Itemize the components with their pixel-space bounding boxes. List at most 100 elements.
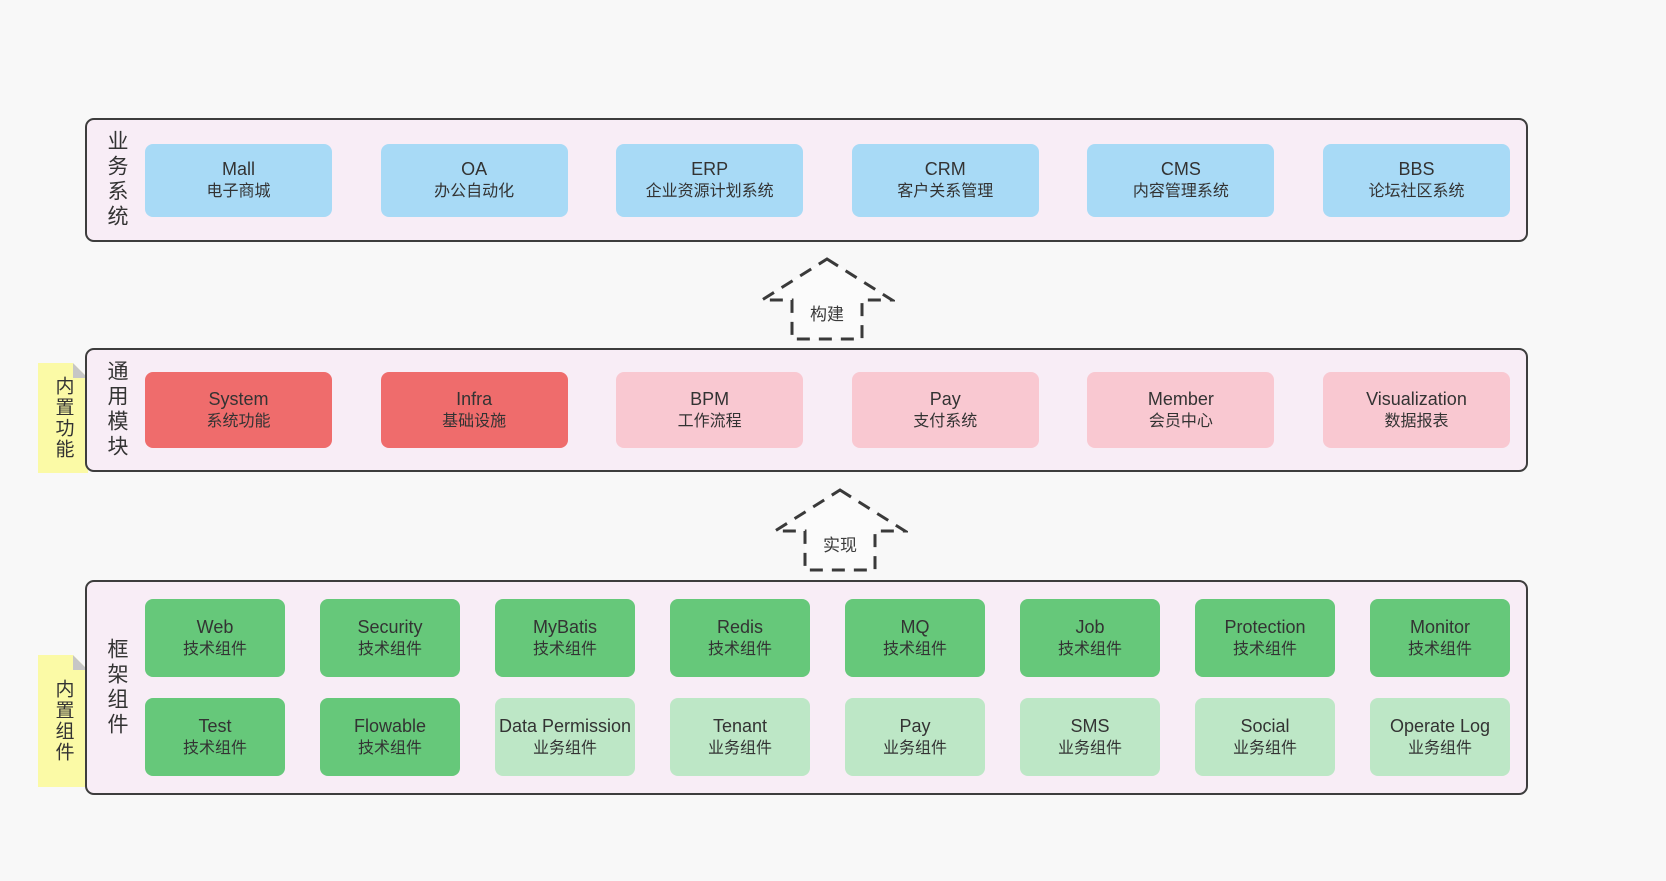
box-subtitle: 电子商城 <box>206 183 271 201</box>
sticky-note-label: 内置功能 <box>52 376 74 460</box>
arrow-build-label: 构建 <box>810 305 844 324</box>
box-subtitle: 企业资源计划系统 <box>645 183 774 201</box>
box-subtitle: 会员中心 <box>1148 413 1213 431</box>
box-title: Visualization <box>1366 388 1467 409</box>
box-title: Social <box>1240 715 1290 736</box>
box-subtitle: 基础设施 <box>442 413 507 431</box>
box-title: Infra <box>456 388 493 409</box>
box-cms: CMS 内容管理系统 <box>1087 143 1275 217</box>
box-test: Test 技术组件 <box>145 698 285 776</box>
box-subtitle: 技术组件 <box>1407 641 1472 659</box>
sticky-note-builtin-features: 内置功能 <box>38 363 88 473</box>
box-subtitle: 技术组件 <box>357 740 422 758</box>
box-subtitle: 工作流程 <box>677 413 742 431</box>
box-subtitle: 技术组件 <box>707 641 772 659</box>
band-label-common-modules: 通用模块 <box>105 360 128 460</box>
box-tenant: Tenant 业务组件 <box>670 698 810 776</box>
box-subtitle: 技术组件 <box>182 641 247 659</box>
box-subtitle: 业务组件 <box>532 740 597 758</box>
box-title: Pay <box>899 715 931 736</box>
box-title: Member <box>1147 388 1214 409</box>
box-title: Tenant <box>712 715 768 736</box>
box-subtitle: 数据报表 <box>1384 413 1449 431</box>
box-member: Member 会员中心 <box>1087 372 1275 448</box>
box-title: ERP <box>691 158 729 179</box>
box-social: Social 业务组件 <box>1195 698 1335 776</box>
box-subtitle: 技术组件 <box>1232 641 1297 659</box>
arrow-implement-label: 实现 <box>823 536 857 555</box>
box-subtitle: 技术组件 <box>532 641 597 659</box>
box-protection: Protection 技术组件 <box>1195 599 1335 677</box>
box-title: SMS <box>1070 715 1110 736</box>
box-subtitle: 业务组件 <box>707 740 772 758</box>
box-subtitle: 业务组件 <box>1057 740 1122 758</box>
sticky-note-builtin-components: 内置组件 <box>38 655 88 787</box>
box-sms: SMS 业务组件 <box>1020 698 1160 776</box>
box-title: Web <box>196 616 234 637</box>
box-title: Flowable <box>353 715 427 736</box>
box-subtitle: 技术组件 <box>357 641 422 659</box>
box-operate-log: Operate Log 业务组件 <box>1370 698 1510 776</box>
arrow-build: 构建 <box>759 256 895 342</box>
box-erp: ERP 企业资源计划系统 <box>616 143 804 217</box>
box-mq: MQ 技术组件 <box>845 599 985 677</box>
box-title: OA <box>461 158 488 179</box>
box-security: Security 技术组件 <box>320 599 460 677</box>
box-subtitle: 论坛社区系统 <box>1368 183 1465 201</box>
box-subtitle: 支付系统 <box>913 413 978 431</box>
box-title: Operate Log <box>1389 715 1491 736</box>
box-title: MQ <box>900 616 930 637</box>
box-monitor: Monitor 技术组件 <box>1370 599 1510 677</box>
box-mall: Mall 电子商城 <box>145 143 332 217</box>
box-pay: Pay 业务组件 <box>845 698 985 776</box>
box-bbs: BBS 论坛社区系统 <box>1322 143 1510 217</box>
box-subtitle: 业务组件 <box>1232 740 1297 758</box>
box-title: CMS <box>1160 158 1201 179</box>
box-title: Data Permission <box>498 715 632 736</box>
box-title: Pay <box>929 388 961 409</box>
box-subtitle: 技术组件 <box>882 641 947 659</box>
box-subtitle: 业务组件 <box>882 740 947 758</box>
box-visualization: Visualization 数据报表 <box>1322 372 1510 448</box>
box-title: System <box>208 388 269 409</box>
sticky-note-label: 内置组件 <box>52 679 74 763</box>
arrow-implement: 实现 <box>772 487 908 573</box>
box-infra: Infra 基础设施 <box>380 372 568 448</box>
box-title: CRM <box>924 158 966 179</box>
box-subtitle: 业务组件 <box>1407 740 1472 758</box>
box-mybatis: MyBatis 技术组件 <box>495 599 635 677</box>
box-title: BBS <box>1398 158 1435 179</box>
box-title: Mall <box>221 158 255 179</box>
box-subtitle: 内容管理系统 <box>1132 183 1229 201</box>
box-flowable: Flowable 技术组件 <box>320 698 460 776</box>
box-subtitle: 技术组件 <box>1057 641 1122 659</box>
up-arrow-icon <box>772 488 908 572</box>
box-title: Job <box>1075 616 1105 637</box>
box-title: Security <box>357 616 423 637</box>
box-title: Monitor <box>1409 616 1471 637</box>
box-title: Test <box>198 715 232 736</box>
box-title: Protection <box>1224 616 1306 637</box>
box-oa: OA 办公自动化 <box>380 143 568 217</box>
up-arrow-icon <box>759 257 895 341</box>
box-subtitle: 技术组件 <box>182 740 247 758</box>
band-label-framework-components: 框架组件 <box>105 637 128 738</box>
box-subtitle: 办公自动化 <box>434 183 515 201</box>
box-title: MyBatis <box>532 616 597 637</box>
box-data-permission: Data Permission 业务组件 <box>495 698 635 776</box>
box-web: Web 技术组件 <box>145 599 285 677</box>
